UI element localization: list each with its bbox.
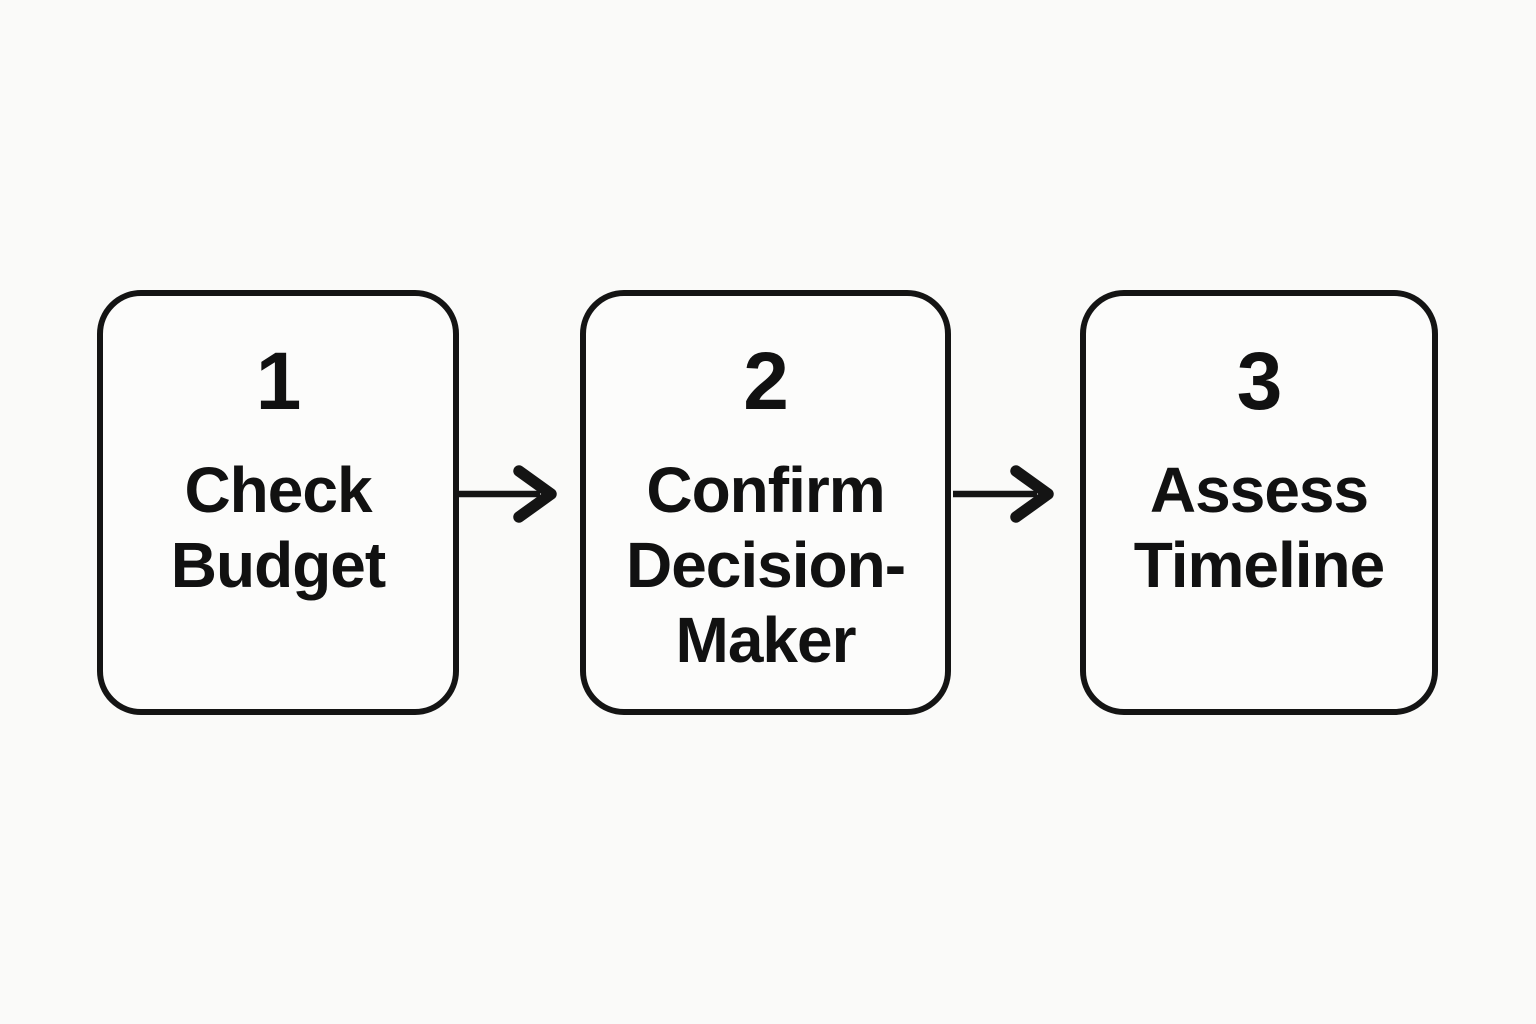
step-node-confirm-decision-maker: 2 Confirm Decision-Maker (580, 290, 951, 715)
step-node-assess-timeline: 3 Assess Timeline (1080, 290, 1438, 715)
right-arrow-icon (953, 458, 1055, 530)
right-arrow-icon (456, 458, 558, 530)
step-number: 3 (1236, 336, 1283, 427)
step-label: Assess Timeline (1133, 453, 1385, 601)
step-number: 1 (255, 336, 302, 427)
step-label: Check Budget (170, 453, 386, 601)
step-node-check-budget: 1 Check Budget (97, 290, 459, 715)
step-number: 2 (743, 336, 789, 427)
step-label: Confirm Decision-Maker (625, 453, 906, 676)
